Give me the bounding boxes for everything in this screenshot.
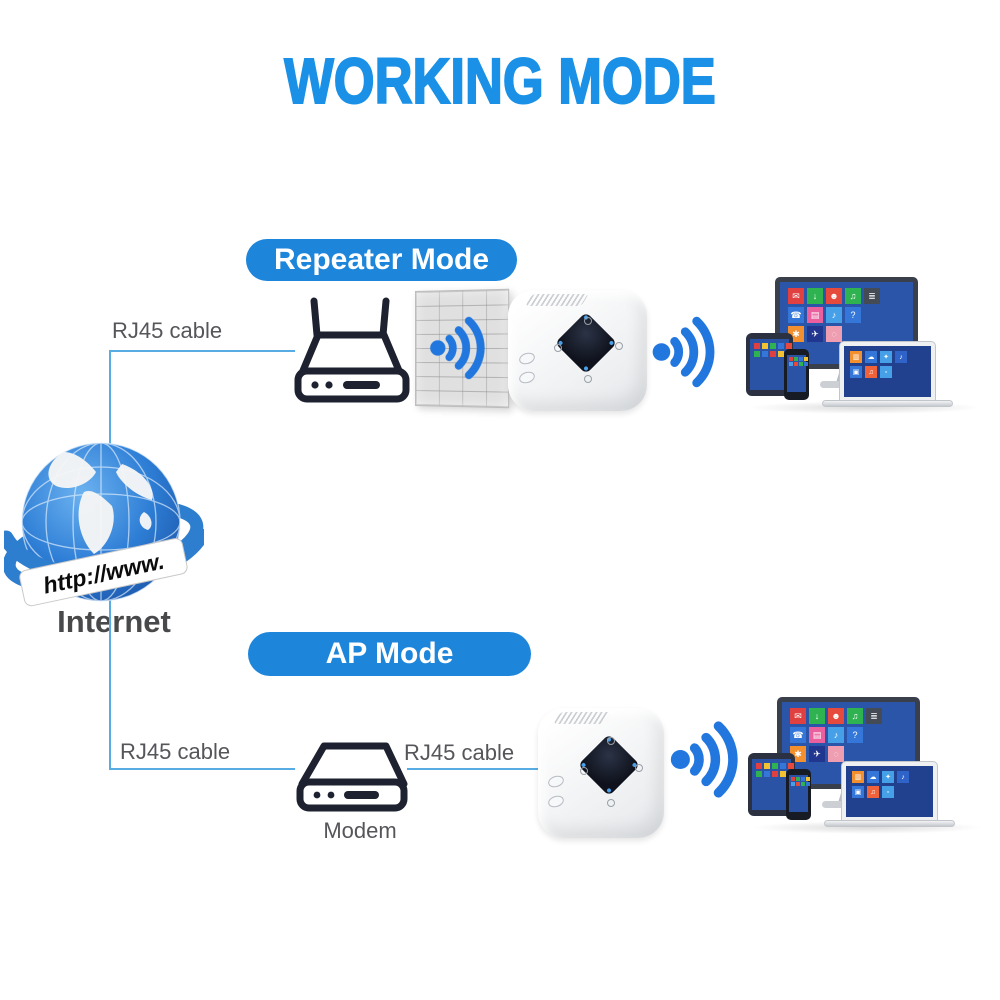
lan-icon bbox=[580, 767, 588, 775]
wifi-signal-icon bbox=[428, 308, 493, 389]
cable-line-to-modem bbox=[109, 768, 295, 770]
phone-screen bbox=[787, 355, 806, 392]
page-title: WORKING MODE bbox=[90, 44, 910, 118]
wifi-repeater-device bbox=[538, 708, 664, 838]
power-icon bbox=[607, 737, 615, 745]
signal-icon bbox=[615, 342, 623, 350]
wps-icon bbox=[607, 799, 615, 807]
wifi-signal-icon bbox=[668, 712, 748, 807]
wps-icon bbox=[584, 375, 592, 383]
vent-grill bbox=[553, 712, 611, 724]
phone-screen bbox=[789, 775, 808, 812]
cable-line-to-router bbox=[109, 350, 295, 352]
laptop-base bbox=[824, 820, 955, 827]
side-button bbox=[518, 351, 537, 366]
rj45-cable-label-ap-right: RJ45 cable bbox=[404, 740, 514, 766]
smartphone bbox=[784, 349, 809, 400]
side-button bbox=[518, 370, 537, 385]
lan-icon bbox=[554, 344, 562, 352]
internet-globe-icon: http://www. bbox=[4, 430, 204, 618]
cable-line-modem-to-repeater bbox=[407, 768, 538, 770]
brick-wall-icon bbox=[415, 289, 509, 409]
laptop-screen: ▥☁✦♪▣♫▫ bbox=[846, 766, 933, 817]
wifi-signal-icon bbox=[650, 308, 724, 396]
client-devices-cluster: ✉↓☻♫≣☎▤♪?✱✈◌ ▥☁✦♪▣♫▫ bbox=[742, 685, 998, 837]
smartphone bbox=[786, 769, 811, 820]
vent-grill bbox=[525, 294, 588, 306]
laptop-screen: ▥☁✦♪▣♫▫ bbox=[844, 346, 931, 397]
laptop-base bbox=[822, 400, 953, 407]
side-button bbox=[547, 794, 566, 809]
laptop: ▥☁✦♪▣♫▫ bbox=[839, 341, 936, 402]
signal-icon bbox=[635, 764, 643, 772]
repeater-mode-badge: Repeater Mode bbox=[246, 239, 517, 281]
client-devices-cluster: ✉↓☻♫≣☎▤♪?✱✈◌ ▥☁✦♪▣♫▫ bbox=[740, 265, 996, 417]
wifi-repeater-device bbox=[508, 290, 647, 411]
rj45-cable-label-ap-left: RJ45 cable bbox=[120, 739, 230, 765]
rj45-cable-label-repeater: RJ45 cable bbox=[112, 318, 222, 344]
router-icon bbox=[288, 293, 416, 405]
ap-mode-badge: AP Mode bbox=[248, 632, 531, 676]
modem-label: Modem bbox=[300, 818, 420, 844]
side-button bbox=[547, 773, 566, 788]
laptop: ▥☁✦♪▣♫▫ bbox=[841, 761, 938, 822]
modem-icon bbox=[290, 740, 414, 814]
